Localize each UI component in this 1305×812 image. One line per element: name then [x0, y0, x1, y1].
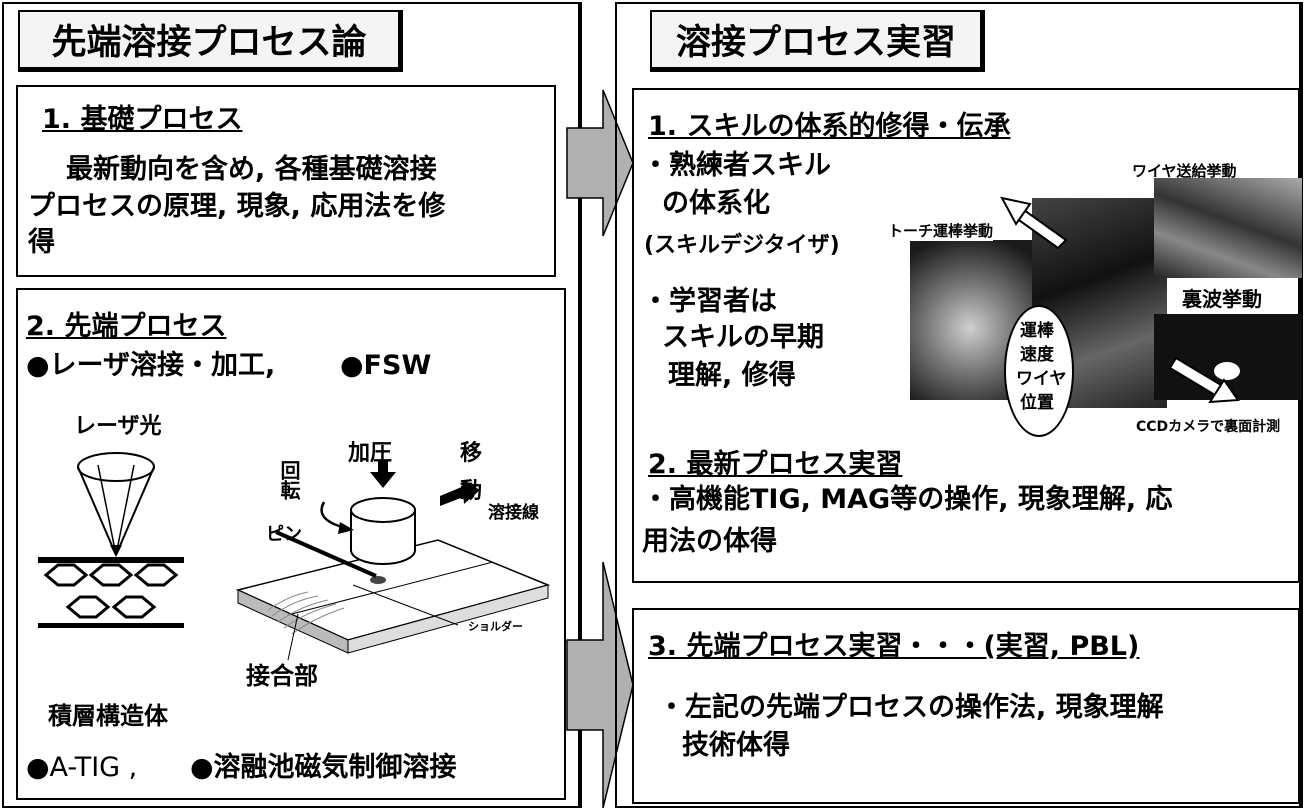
laser-welding-bullet: ●レーザ溶接・加工,: [26, 350, 276, 381]
basic-process-panel: 1. 基礎プロセス 最新動向を含め, 各種基礎溶接 プロセスの原理, 現象, 応…: [16, 85, 556, 277]
joint-label: 接合部: [246, 662, 318, 690]
right-title: 溶接プロセス実習: [650, 10, 985, 72]
photo-arrows: [1000, 196, 1240, 404]
basic-process-line1: 最新動向を含め, 各種基礎溶接: [66, 154, 437, 185]
basic-process-line2: プロセスの原理, 現象, 応用法を修: [28, 191, 446, 222]
parameter-ellipse: [1004, 305, 1074, 437]
fsw-diagram: [235, 460, 551, 661]
torch-motion-label: トーチ運棒挙動: [888, 220, 994, 241]
basic-process-line3: 得: [28, 227, 55, 258]
skill-section-heading: 1. スキルの体系的修得・伝承: [648, 111, 1011, 142]
left-column-frame: [2, 2, 582, 808]
skill-bullet2-a: ・学習者は: [642, 286, 777, 317]
skill-bullet1-a: ・熟練者スキル: [642, 150, 831, 181]
advanced-process-panel: 2. 先端プロセス ●レーザ溶接・加工, ●FSW レーザ光 積層構造体: [16, 288, 566, 800]
laser-light-label: レーザ光: [74, 414, 162, 439]
latest-process-line1: ・高機能TIG, MAG等の操作, 現象理解, 応: [642, 484, 1173, 515]
shoulder-label: ショルダー: [468, 620, 523, 633]
right-title-text: 溶接プロセス実習: [675, 23, 956, 63]
fsw-bullet: ●FSW: [340, 350, 432, 381]
rotate-label-1: 回転: [276, 460, 301, 500]
circle-line-2: 速度: [1020, 345, 1054, 365]
left-title: 先端溶接プロセス論: [18, 10, 403, 72]
pressure-label: 加圧: [348, 441, 393, 466]
laser-stack-diagram: [38, 452, 184, 628]
stack-structure-label: 積層構造体: [48, 702, 168, 730]
ccd-label: CCDカメラで裏面計測: [1136, 419, 1281, 435]
skill-bullet2-c: 理解, 修得: [668, 360, 796, 391]
advanced-practice-panel: 3. 先端プロセス実習・・・(実習, PBL) ・左記の先端プロセスの操作法, …: [632, 608, 1300, 804]
rotate-label: 回転: [277, 460, 301, 500]
move-label-2: 動: [460, 479, 483, 504]
left-title-text: 先端溶接プロセス論: [51, 23, 367, 63]
wire-feed-photo: [1154, 178, 1302, 278]
move-label-1: 移: [460, 441, 483, 466]
skill-bullet2-b: スキルの早期: [662, 322, 824, 353]
skill-section-panel: 1. スキルの体系的修得・伝承 ・熟練者スキル の体系化 (スキルデジタイザ) …: [632, 88, 1302, 583]
circle-line-1: 運棒: [1020, 321, 1054, 341]
back-wave-label: 裏波挙動: [1182, 287, 1262, 311]
latest-process-heading: 2. 最新プロセス実習: [648, 449, 903, 480]
back-bead-spot: [1214, 362, 1240, 380]
advanced-practice-line2: 技術体得: [682, 730, 790, 761]
advanced-practice-heading: 3. 先端プロセス実習・・・(実習, PBL): [648, 631, 1140, 662]
wire-feed-label: ワイヤ送給挙動: [1132, 162, 1237, 180]
advanced-process-heading: 2. 先端プロセス: [26, 311, 227, 342]
weld-line-label: 溶接線: [488, 503, 539, 523]
circle-line-3: ワイヤ: [1016, 369, 1067, 389]
right-column-frame: [615, 2, 1303, 808]
skill-bullet1-b: の体系化: [662, 188, 770, 219]
circle-line-4: 位置: [1020, 393, 1054, 413]
pin-label: ピン: [266, 524, 302, 545]
magnetic-control-bullet: ●溶融池磁気制御溶接: [190, 752, 457, 783]
basic-process-heading: 1. 基礎プロセス: [42, 104, 243, 135]
skill-bullet1-c: (スキルデジタイザ): [644, 233, 840, 258]
advanced-practice-line1: ・左記の先端プロセスの操作法, 現象理解: [658, 692, 1164, 723]
latest-process-line2: 用法の体得: [642, 526, 777, 557]
atig-bullet: ●A-TIG ,: [26, 752, 138, 783]
